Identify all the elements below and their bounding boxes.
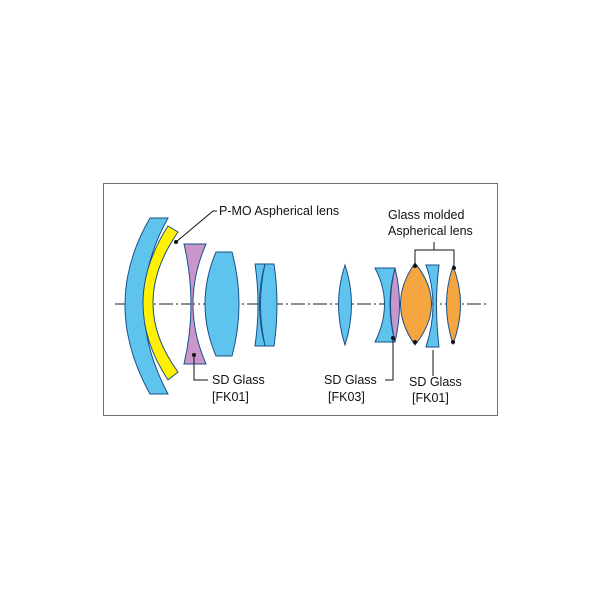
lens-element-9-sd-glass [390, 267, 400, 343]
glass-molded-label-line2: Aspherical lens [388, 224, 473, 238]
sd-glass-3-label-line1: SD Glass [409, 375, 462, 389]
sd-glass-2-label-line1: SD Glass [324, 373, 377, 387]
pmo-aspherical-label: P-MO Aspherical lens [219, 204, 339, 218]
lens-element-4 [204, 251, 240, 357]
gma-dot-top-2 [452, 266, 456, 270]
lens-element-3-sd-glass [183, 243, 207, 365]
lens-element-10-glass-molded-aspherical [400, 262, 432, 346]
sd-glass-1-label-line1: SD Glass [212, 373, 265, 387]
sd-glass-2-label-line2: [FK03] [328, 390, 365, 404]
lens-element-11 [425, 264, 440, 348]
sd1-leader-line [193, 355, 208, 381]
sd2-leader-line [385, 338, 394, 381]
gma-dot-bottom-1 [413, 340, 417, 344]
sd1-leader-dot [192, 353, 196, 357]
pmo-leader-line [175, 210, 217, 243]
lens-element-7 [338, 263, 352, 347]
gma-dot-bottom-2 [451, 340, 455, 344]
sd-glass-3-label-line2: [FK01] [412, 391, 449, 405]
glass-molded-bracket [414, 242, 455, 268]
sd2-leader-dot [391, 336, 395, 340]
lens-element-2-pmo-aspherical [142, 225, 179, 381]
sd-glass-1-label-line2: [FK01] [212, 390, 249, 404]
lens-element-6 [260, 263, 278, 347]
glass-molded-label-line1: Glass molded [388, 208, 464, 222]
gma-dot-top-1 [413, 264, 417, 268]
lens-element-12-sd-glass [446, 264, 461, 346]
pmo-leader-dot [174, 240, 178, 244]
